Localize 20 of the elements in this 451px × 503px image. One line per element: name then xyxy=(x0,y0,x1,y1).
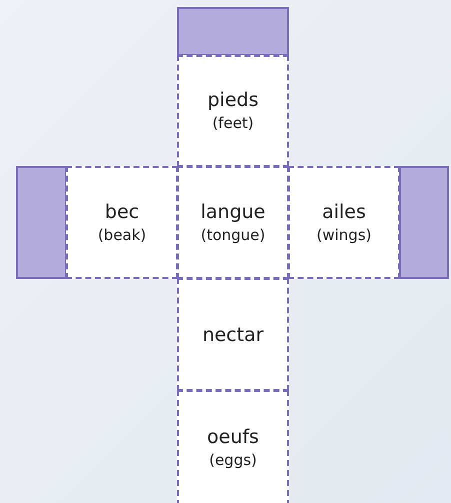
net-face xyxy=(288,166,400,279)
glue-tab xyxy=(16,166,67,279)
net-face xyxy=(177,166,289,279)
translation-label: (eggs) xyxy=(209,450,257,471)
face-label: ailes xyxy=(322,200,366,224)
net-face xyxy=(177,390,289,503)
face-label: langue xyxy=(200,200,266,224)
face-label: nectar xyxy=(202,322,264,346)
net-face xyxy=(177,55,289,167)
face-label: oeufs xyxy=(207,425,259,449)
face-label: bec xyxy=(104,200,140,224)
translation-label: (beak) xyxy=(98,224,146,246)
glue-tab xyxy=(399,166,449,279)
face-label: pieds xyxy=(208,88,258,112)
translation-label: (wings) xyxy=(316,224,372,246)
translation-label: (tongue) xyxy=(200,224,266,246)
net-face xyxy=(177,278,289,391)
glue-tab xyxy=(177,7,289,56)
translation-label: (feet) xyxy=(212,113,254,134)
net-face xyxy=(66,166,178,279)
